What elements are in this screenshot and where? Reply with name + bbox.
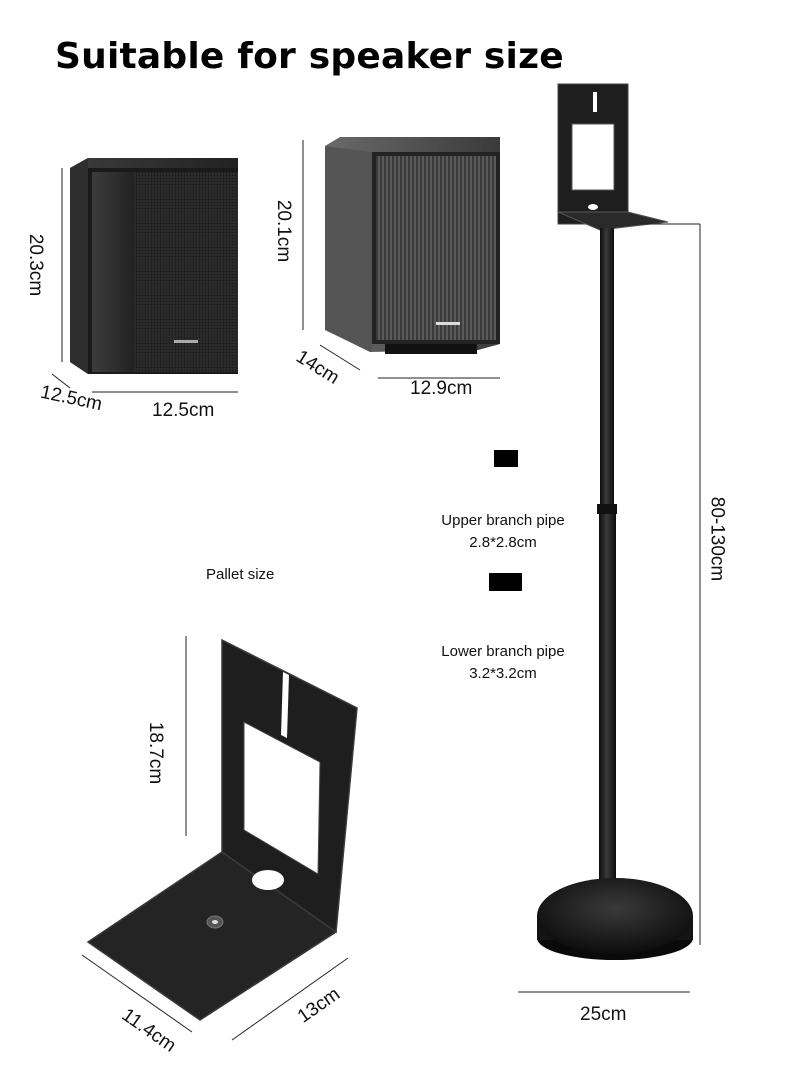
lower-pipe-callout: Lower branch pipe 3.2*3.2cm (418, 641, 588, 685)
pallet-dimension-lines (81, 636, 349, 1041)
lower-pipe-label: Lower branch pipe (441, 643, 565, 660)
speaker-right-image (325, 137, 500, 354)
upper-pipe-size: 2.8*2.8cm (469, 534, 537, 551)
speaker-right-dimension-lines (302, 140, 500, 379)
page-title: Suitable for speaker size (55, 36, 564, 77)
lower-pipe-marker (489, 573, 522, 591)
speaker-left-image (70, 158, 238, 374)
upper-pipe-callout: Upper branch pipe 2.8*2.8cm (418, 510, 588, 554)
pallet-bracket-image (86, 638, 358, 1021)
stand-height-label: 80-130cm (706, 496, 728, 582)
pallet-height-label: 18.7cm (145, 721, 167, 785)
speaker-right-width-label: 12.9cm (410, 378, 473, 399)
speaker-left-height-label: 20.3cm (25, 233, 47, 297)
speaker-left-width-label: 12.5cm (152, 400, 215, 421)
upper-pipe-marker (494, 450, 518, 467)
floor-stand-image (537, 83, 693, 960)
speaker-right-height-label: 20.1cm (273, 199, 295, 263)
pallet-size-label: Pallet size (206, 566, 275, 583)
speaker-left-dimension-lines (51, 168, 238, 393)
stand-dimension-lines (518, 223, 701, 993)
upper-pipe-label: Upper branch pipe (441, 512, 565, 529)
stand-base-diameter-label: 25cm (580, 1004, 627, 1025)
lower-pipe-size: 3.2*3.2cm (469, 665, 537, 682)
